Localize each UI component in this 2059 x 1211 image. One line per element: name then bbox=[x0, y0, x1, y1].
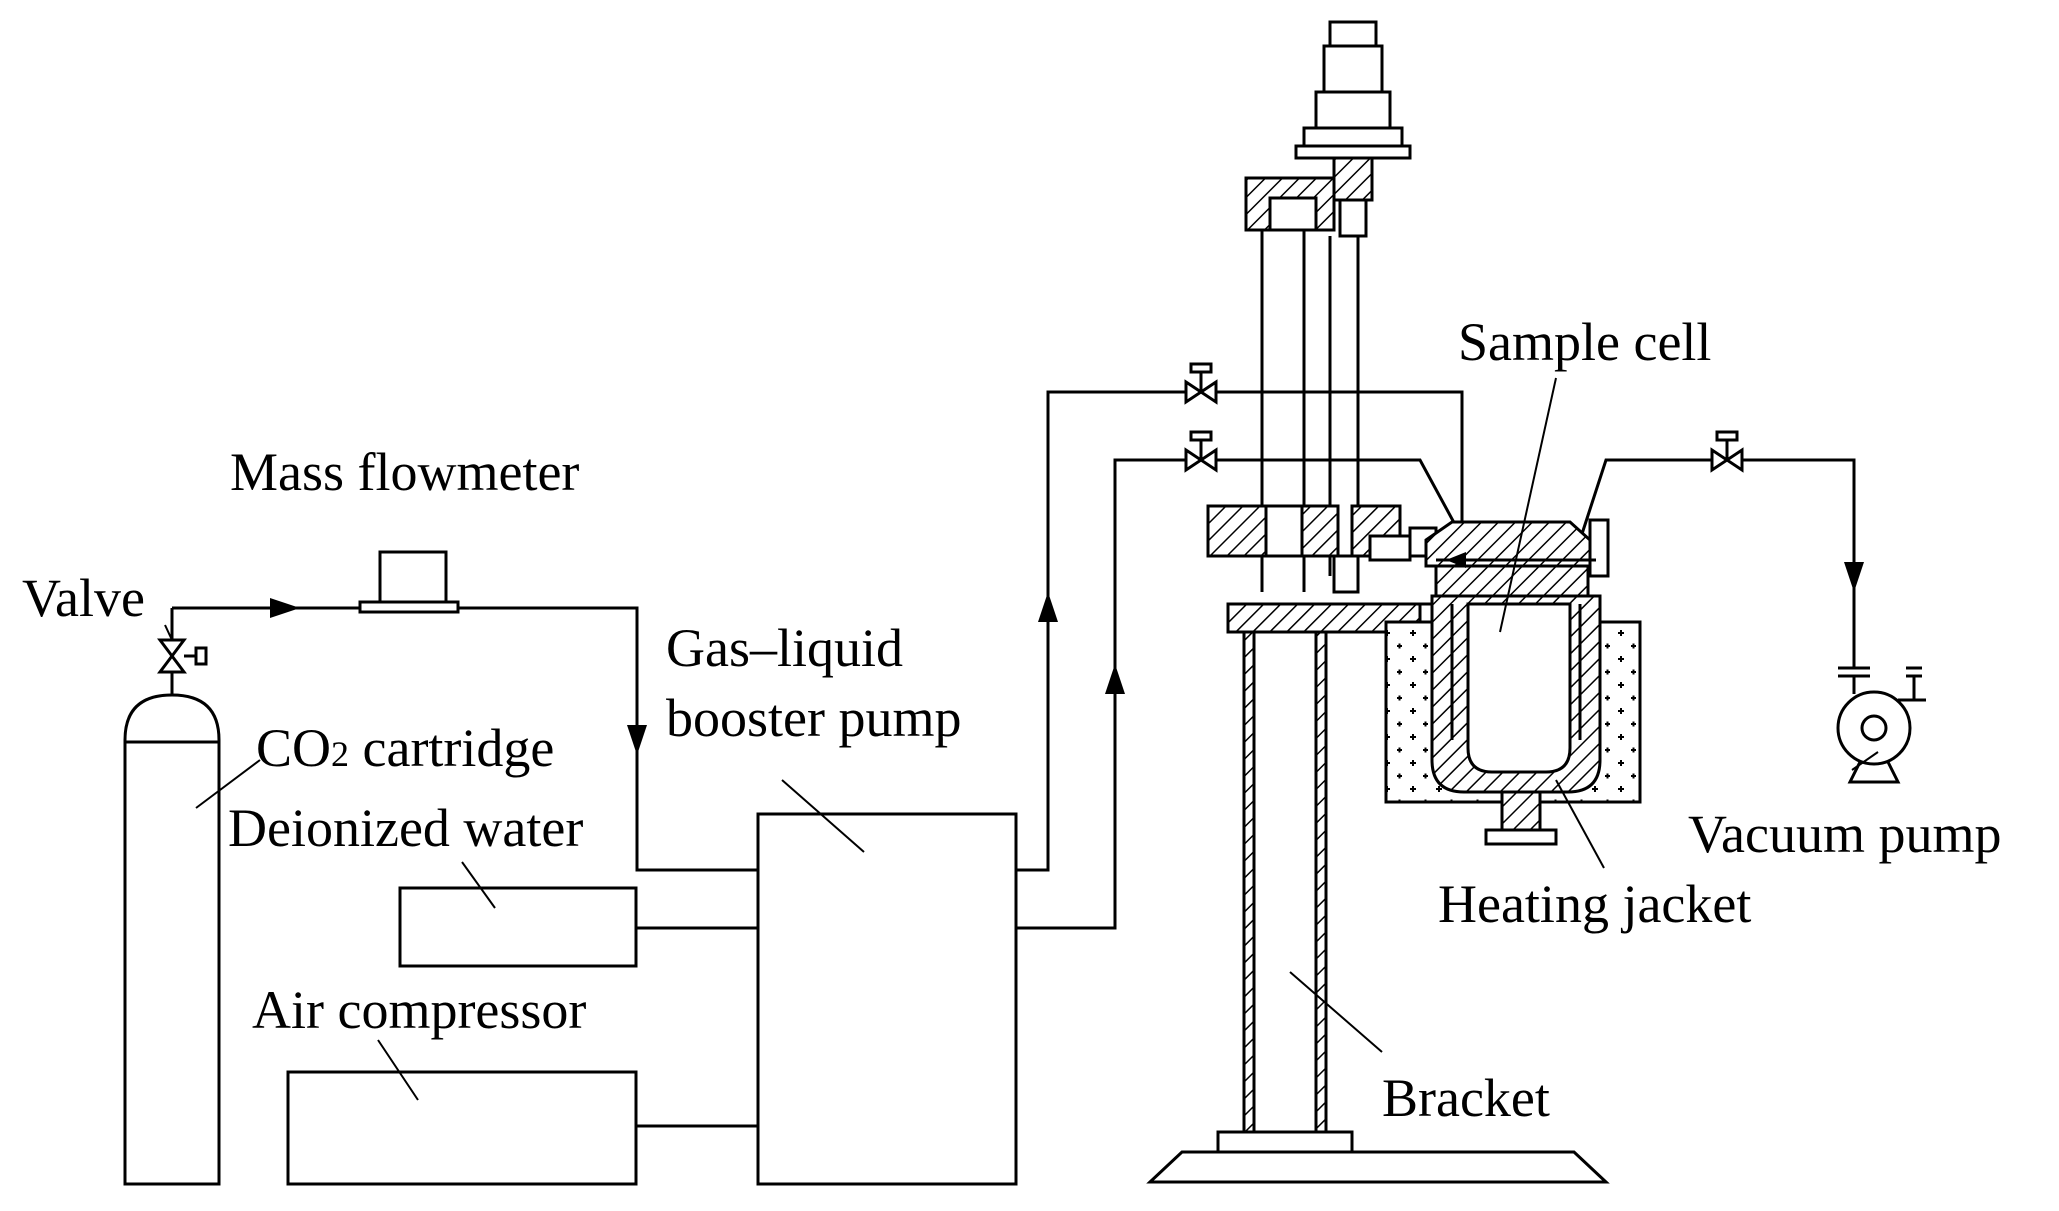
needle-valve-lower bbox=[1184, 430, 1218, 473]
label-booster-pump-line2: booster pump bbox=[666, 688, 961, 748]
flow-arrow-right bbox=[270, 598, 300, 618]
needle-valve-vacuum bbox=[1710, 430, 1744, 473]
needle-valve-upper bbox=[1184, 362, 1218, 405]
label-vacuum-pump: Vacuum pump bbox=[1688, 804, 2001, 864]
label-air-compressor: Air compressor bbox=[252, 980, 586, 1040]
label-valve: Valve bbox=[22, 568, 145, 628]
mass-flowmeter bbox=[358, 550, 460, 614]
label-deionized-water: Deionized water bbox=[228, 798, 583, 858]
label-mass-flowmeter: Mass flowmeter bbox=[230, 442, 579, 502]
bracket-poles bbox=[1242, 630, 1328, 1134]
co2-subscript: 2 bbox=[331, 734, 349, 774]
co2-cartridge bbox=[123, 680, 221, 1186]
vacuum-line bbox=[1578, 458, 1864, 668]
label-co2-cartridge: CO2 cartridge bbox=[256, 718, 554, 778]
flow-arrow-vacuum bbox=[1844, 562, 1864, 592]
cell-bottom-outlet bbox=[1484, 790, 1558, 846]
pump-outlet-lines bbox=[1016, 390, 1464, 930]
clamp-plate bbox=[1206, 504, 1438, 594]
air-compressor-box bbox=[286, 1070, 638, 1186]
label-booster-pump-line1: Gas–liquid bbox=[666, 618, 903, 678]
vacuum-pump bbox=[1836, 666, 1926, 784]
cartridge-valve bbox=[157, 608, 208, 682]
sample-cell-lid bbox=[1424, 518, 1610, 598]
flow-arrow-down bbox=[627, 725, 647, 755]
label-heating-jacket: Heating jacket bbox=[1438, 874, 1751, 934]
bracket-base bbox=[1146, 1130, 1610, 1184]
label-bracket: Bracket bbox=[1382, 1068, 1550, 1128]
co2-suffix: cartridge bbox=[349, 718, 554, 778]
flow-arrow-up-1 bbox=[1038, 592, 1058, 622]
booster-pump-box bbox=[756, 812, 1018, 1186]
deionized-water-tank bbox=[398, 886, 638, 968]
co2-feed-line bbox=[172, 598, 758, 872]
co2-prefix: CO bbox=[256, 718, 331, 778]
flow-arrow-up-2 bbox=[1105, 664, 1125, 694]
label-sample-cell: Sample cell bbox=[1458, 312, 1711, 372]
top-motor-assembly bbox=[1294, 20, 1412, 238]
leader-lines bbox=[164, 377, 1879, 1101]
